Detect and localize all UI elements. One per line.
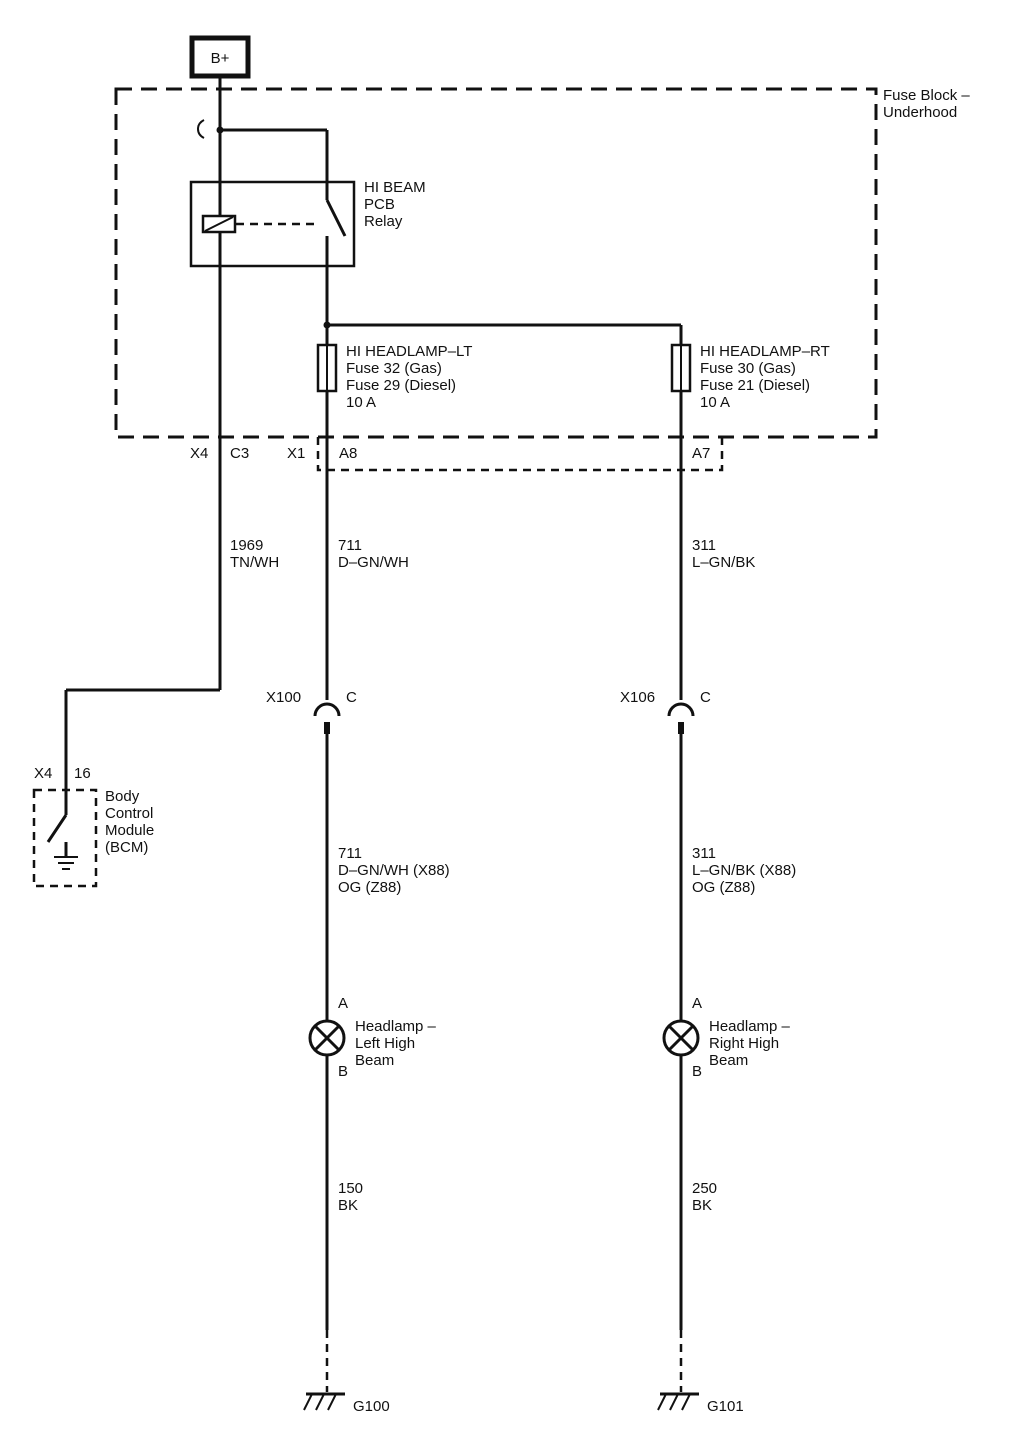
connector-a7-label: A7 bbox=[692, 445, 710, 462]
ground-right-label: G101 bbox=[707, 1398, 744, 1415]
wire-711b-color-2: OG (Z88) bbox=[338, 879, 401, 896]
fuse-left-label-4: 10 A bbox=[346, 394, 376, 411]
lamp-right-pin-b: B bbox=[692, 1063, 702, 1080]
wire-150-color: BK bbox=[338, 1197, 358, 1214]
relay-coil-slash bbox=[204, 216, 234, 232]
fuse-right-label-1: HI HEADLAMP–RT bbox=[700, 343, 830, 360]
connector-x1-outline bbox=[316, 437, 724, 472]
connector-x1-label: X1 bbox=[287, 445, 305, 462]
fuse-right-label-3: Fuse 21 (Diesel) bbox=[700, 377, 810, 394]
wire-711b-color-1: D–GN/WH (X88) bbox=[338, 862, 450, 879]
lamp-left-icon bbox=[308, 1019, 346, 1057]
fuse-right-label-2: Fuse 30 (Gas) bbox=[700, 360, 796, 377]
wire-711b-number: 711 bbox=[338, 845, 362, 862]
wire-311-number: 311 bbox=[692, 537, 716, 554]
ground-left-icon bbox=[303, 1392, 345, 1411]
fuse-block-title-1: Fuse Block – bbox=[883, 87, 970, 104]
relay-label-2: PCB bbox=[364, 196, 395, 213]
bcm-label-1: Body bbox=[105, 788, 140, 805]
lamp-right-pin-a: A bbox=[692, 995, 702, 1012]
bcm-outline bbox=[32, 788, 98, 888]
connector-x100-pin bbox=[324, 722, 330, 734]
fuse-left-label-3: Fuse 29 (Diesel) bbox=[346, 377, 456, 394]
wire-311b-color-1: L–GN/BK (X88) bbox=[692, 862, 796, 879]
ground-left-label: G100 bbox=[353, 1398, 390, 1415]
relay-switch-blade bbox=[325, 199, 347, 237]
battery-label: B+ bbox=[211, 50, 230, 67]
wire-1969-color: TN/WH bbox=[230, 554, 279, 571]
relay-label-3: Relay bbox=[364, 213, 403, 230]
lamp-left-pin-a: A bbox=[338, 995, 348, 1012]
lamp-right-label-2: Right High bbox=[709, 1035, 779, 1052]
fuse-left-label-1: HI HEADLAMP–LT bbox=[346, 343, 472, 360]
relay-label-1: HI BEAM bbox=[364, 179, 426, 196]
connector-x106-label: X106 bbox=[620, 689, 655, 706]
connector-x100-cavity: C bbox=[346, 689, 357, 706]
bcm-pin-label: 16 bbox=[74, 765, 91, 782]
wire-711-color: D–GN/WH bbox=[338, 554, 409, 571]
wire-150-number: 150 bbox=[338, 1180, 363, 1197]
lamp-right-label-3: Beam bbox=[709, 1052, 748, 1069]
connector-a8-label: A8 bbox=[339, 445, 357, 462]
connector-x100-label: X100 bbox=[266, 689, 301, 706]
wire-1969-number: 1969 bbox=[230, 537, 263, 554]
fuse-block-title-2: Underhood bbox=[883, 104, 957, 121]
fusible-link-symbol bbox=[197, 119, 205, 139]
bcm-label-4: (BCM) bbox=[105, 839, 148, 856]
connector-x106-pin bbox=[678, 722, 684, 734]
connector-x100-icon bbox=[313, 702, 341, 717]
wire-311-color: L–GN/BK bbox=[692, 554, 755, 571]
bcm-connector-label: X4 bbox=[34, 765, 52, 782]
ground-right-icon bbox=[657, 1392, 699, 1411]
lamp-left-pin-b: B bbox=[338, 1063, 348, 1080]
lamp-left-label-2: Left High bbox=[355, 1035, 415, 1052]
lamp-left-label-1: Headlamp – bbox=[355, 1018, 437, 1035]
fuse-block-outline bbox=[114, 87, 878, 439]
battery-terminal: B+ bbox=[189, 35, 251, 79]
bcm-label-2: Control bbox=[105, 805, 153, 822]
bcm-ground-icon bbox=[54, 856, 78, 870]
wire-311b-number: 311 bbox=[692, 845, 716, 862]
bcm-switch-blade bbox=[46, 814, 68, 843]
wire-311b-color-2: OG (Z88) bbox=[692, 879, 755, 896]
wire-250-color: BK bbox=[692, 1197, 712, 1214]
fuse-right-label-4: 10 A bbox=[700, 394, 730, 411]
connector-x106-cavity: C bbox=[700, 689, 711, 706]
lamp-left-label-3: Beam bbox=[355, 1052, 394, 1069]
wire-250-number: 250 bbox=[692, 1180, 717, 1197]
wire-711-number: 711 bbox=[338, 537, 362, 554]
bcm-label-3: Module bbox=[105, 822, 154, 839]
relay-box bbox=[189, 180, 356, 268]
connector-x106-icon bbox=[667, 702, 695, 717]
fuse-left-label-2: Fuse 32 (Gas) bbox=[346, 360, 442, 377]
connector-c3-label: C3 bbox=[230, 445, 249, 462]
connector-x4-label: X4 bbox=[190, 445, 208, 462]
lamp-right-icon bbox=[662, 1019, 700, 1057]
lamp-right-label-1: Headlamp – bbox=[709, 1018, 791, 1035]
